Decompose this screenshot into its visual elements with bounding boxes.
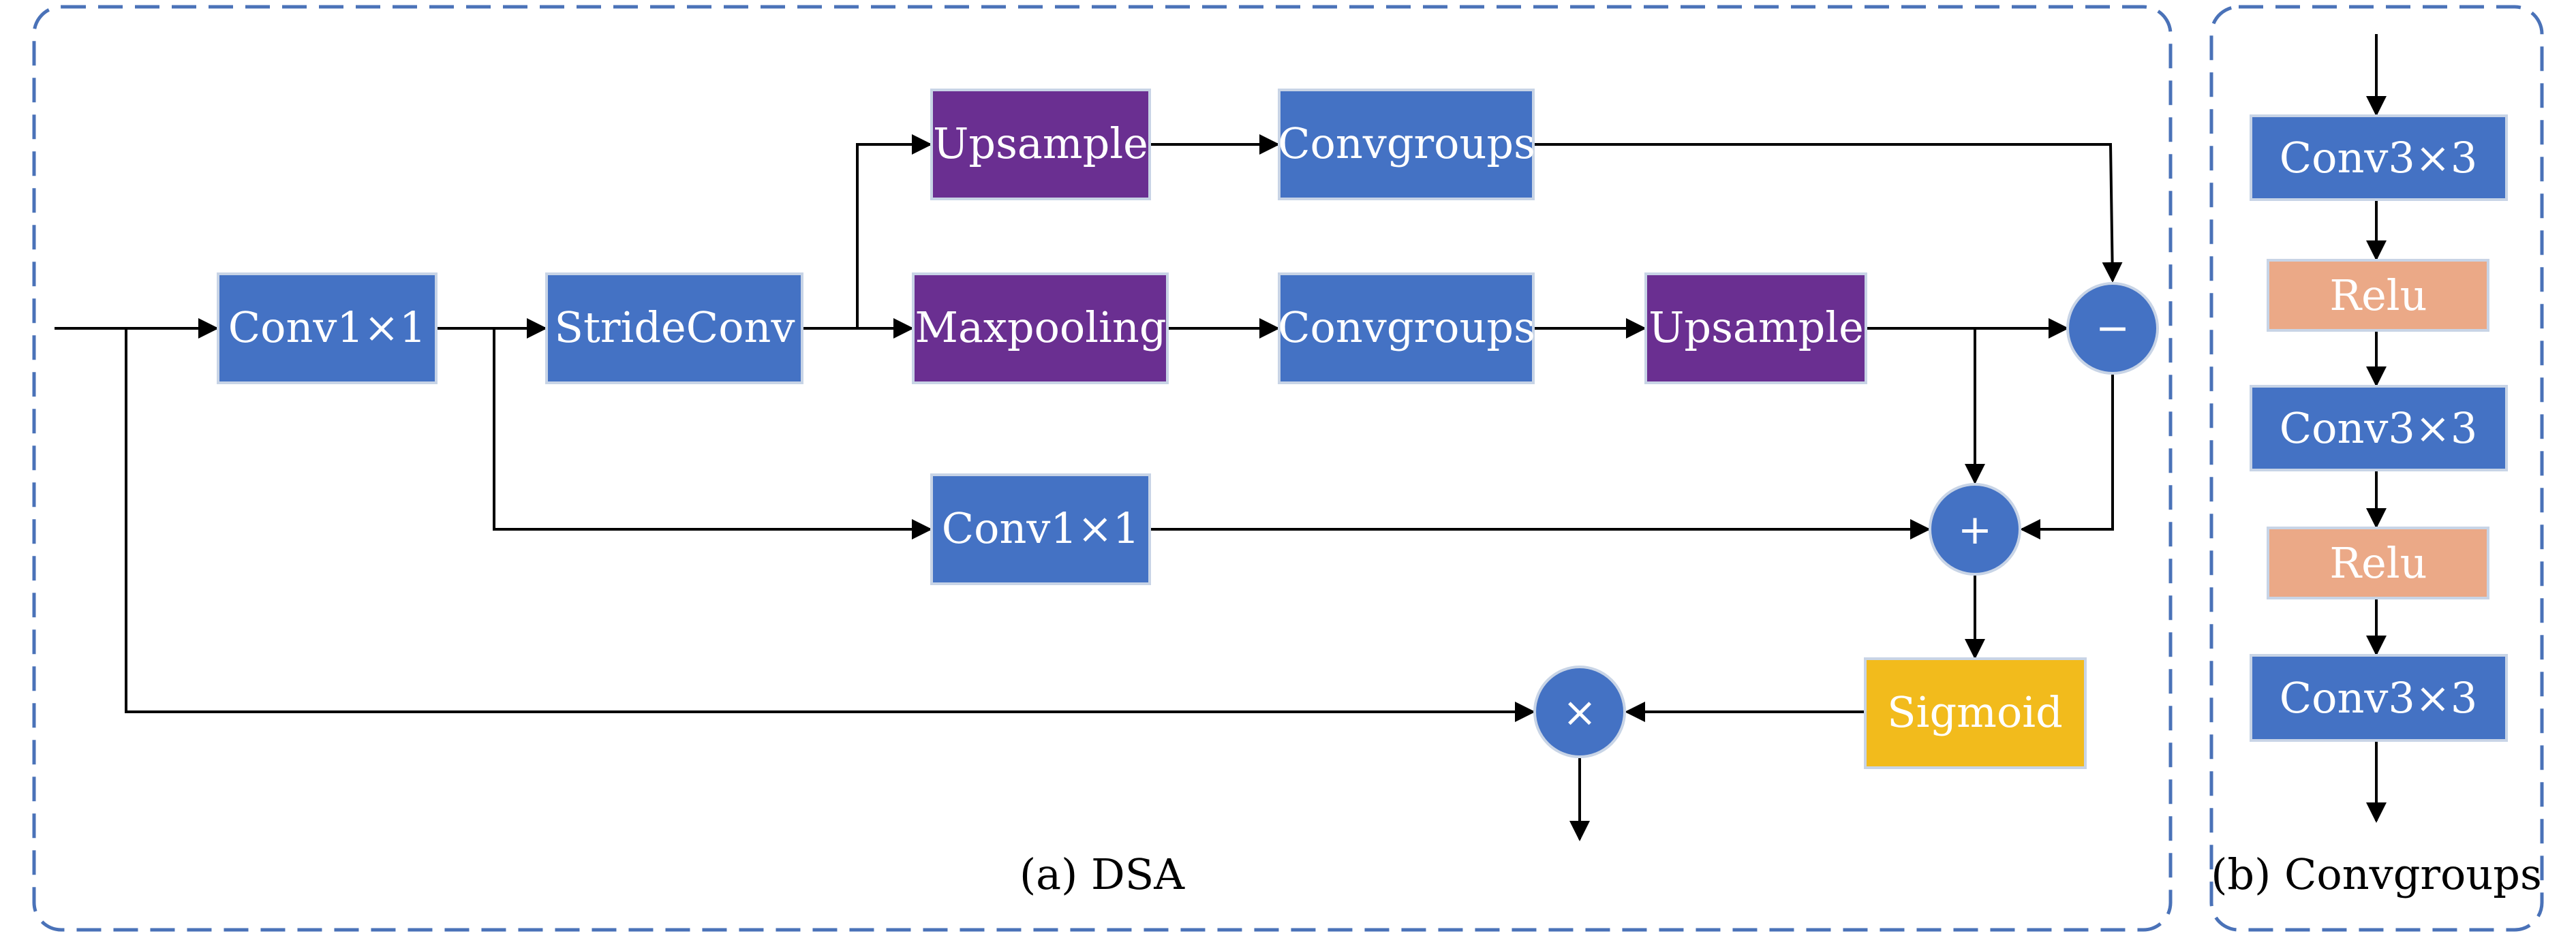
conv1x1-b-label: Conv1×1	[942, 503, 1140, 553]
upsample-top-label: Upsample	[933, 119, 1148, 168]
cg-relu-2-label: Relu	[2329, 538, 2427, 588]
node-cg-conv-2: Conv3×3	[2250, 385, 2508, 471]
node-plus-op: +	[1929, 483, 2021, 576]
node-maxpooling: Maxpooling	[912, 272, 1169, 384]
node-conv1x1-b: Conv1×1	[930, 473, 1151, 585]
edge-input-to-multiply	[125, 328, 1535, 722]
node-convgroups-mid: Convgroups	[1278, 272, 1535, 384]
node-strideconv: StrideConv	[545, 272, 803, 384]
node-upsample-top: Upsample	[930, 89, 1151, 200]
node-upsample-mid: Upsample	[1644, 272, 1867, 384]
cg-conv-3-label: Conv3×3	[2280, 673, 2478, 723]
convgroups-mid-label: Convgroups	[1278, 302, 1535, 352]
plus-op-label: +	[1958, 506, 1992, 554]
conv1x1-a-label: Conv1×1	[228, 302, 427, 352]
dsa-frame	[32, 5, 2173, 932]
node-cg-relu-1: Relu	[2267, 259, 2489, 332]
cg-conv-1-label: Conv3×3	[2280, 133, 2478, 183]
upsample-mid-label: Upsample	[1649, 302, 1864, 352]
edge-conv1x1-to-conv1x1b	[493, 328, 932, 540]
dsa-edges	[55, 134, 2123, 841]
edge-convgroups-top-to-minus	[1533, 143, 2123, 283]
edge-strideconv-to-upsample-top	[856, 134, 932, 328]
cg-conv-2-label: Conv3×3	[2280, 403, 2478, 453]
minus-op-label: −	[2096, 304, 2130, 352]
cg-relu-1-label: Relu	[2329, 270, 2427, 320]
node-cg-conv-3: Conv3×3	[2250, 654, 2508, 742]
edge-minus-to-plus	[2020, 375, 2114, 540]
sigmoid-label: Sigmoid	[1887, 687, 2063, 737]
node-cg-relu-2: Relu	[2267, 527, 2489, 599]
node-conv1x1-a: Conv1×1	[217, 272, 438, 384]
node-cg-conv-1: Conv3×3	[2250, 114, 2508, 201]
node-convgroups-top: Convgroups	[1278, 89, 1535, 200]
dsa-caption: (a) DSA	[1019, 849, 1185, 899]
convgroups-top-label: Convgroups	[1278, 119, 1535, 168]
strideconv-label: StrideConv	[555, 302, 795, 352]
node-sigmoid: Sigmoid	[1864, 657, 2087, 769]
times-op-label: ×	[1563, 689, 1597, 736]
maxpooling-label: Maxpooling	[915, 302, 1166, 352]
convgroups-caption: (b) Convgroups	[2211, 849, 2542, 899]
node-times-op: ×	[1533, 666, 1626, 758]
convgroups-frame	[2209, 5, 2544, 932]
node-minus-op: −	[2066, 282, 2159, 375]
